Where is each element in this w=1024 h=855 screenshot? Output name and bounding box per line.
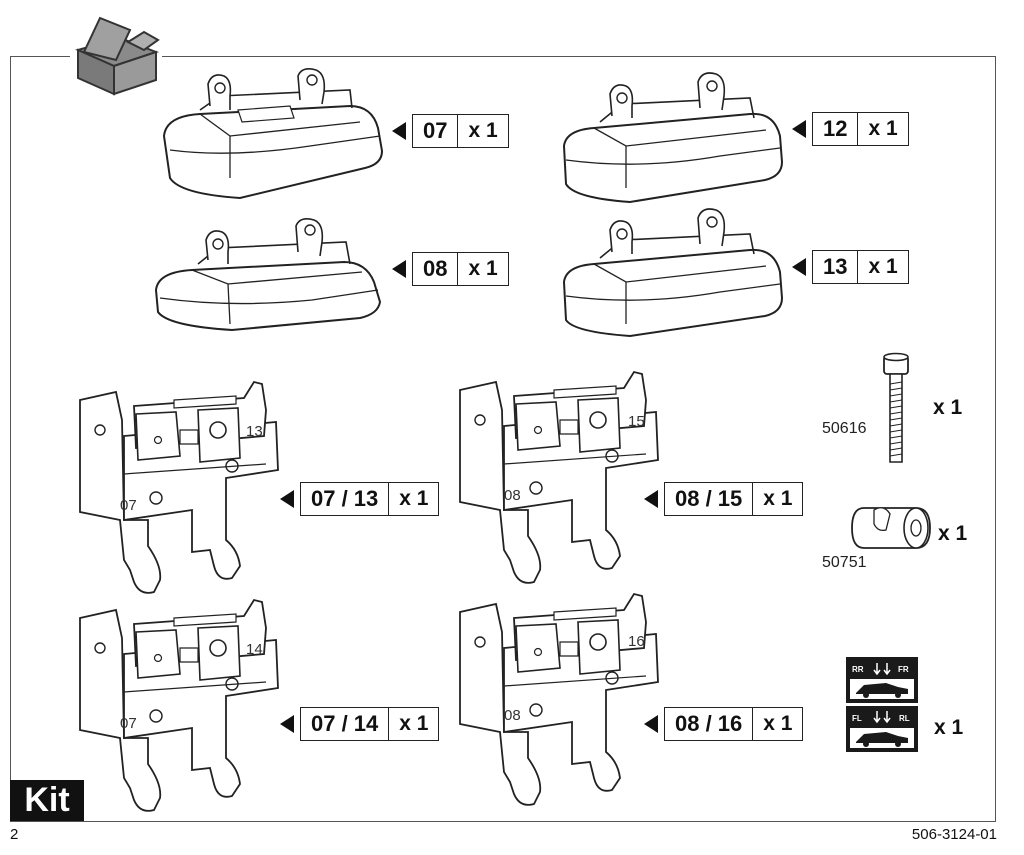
foot-label-08: 08 x 1 xyxy=(392,250,509,288)
bracket-stamp-right: 15 xyxy=(628,413,645,430)
foot-08-icon xyxy=(152,214,384,334)
part-code: 07 / 13 xyxy=(301,483,390,515)
part-code: 13 xyxy=(813,251,859,283)
part-quantity: x 1 xyxy=(399,487,429,510)
bolt-quantity: x 1 xyxy=(933,396,963,419)
pointer-arrow-icon xyxy=(644,715,658,733)
bracket-08-15-icon xyxy=(459,371,659,584)
sticker-quantity: x 1 xyxy=(934,716,964,739)
box-icon xyxy=(70,10,162,98)
part-quantity: x 1 xyxy=(868,117,898,140)
part-quantity: x 1 xyxy=(399,712,429,735)
part-tag: 13 x 1 xyxy=(812,250,909,284)
pointer-arrow-icon xyxy=(644,490,658,508)
bracket-stamp-right: 13 xyxy=(246,423,263,440)
part-quantity: x 1 xyxy=(763,487,793,510)
part-code: 08 / 15 xyxy=(665,483,754,515)
foot-07-icon xyxy=(160,66,385,204)
pointer-arrow-icon xyxy=(792,120,806,138)
bolt-part-number: 50616 xyxy=(822,420,867,437)
bracket-label-08-16: 08 / 16 x 1 xyxy=(644,705,804,743)
foot-12-icon xyxy=(560,66,785,206)
kit-badge: Kit xyxy=(10,780,84,821)
part-quantity: x 1 xyxy=(868,255,898,278)
bolt-icon xyxy=(878,352,914,468)
foot-label-12: 12 x 1 xyxy=(792,110,909,148)
bracket-08-16-icon xyxy=(459,593,659,806)
sleeve-nut-icon xyxy=(850,500,934,556)
part-tag: 08 x 1 xyxy=(412,252,509,286)
sleeve-nut-part-number: 50751 xyxy=(822,554,867,571)
part-tag: 12 x 1 xyxy=(812,112,909,146)
page-frame xyxy=(10,56,996,822)
bracket-stamp-left: 08 xyxy=(504,707,521,724)
foot-13-icon xyxy=(560,200,785,340)
document-number: 506-3124-01 xyxy=(911,826,997,843)
pointer-arrow-icon xyxy=(392,122,406,140)
sleeve-nut-quantity: x 1 xyxy=(938,522,968,545)
bracket-stamp-left: 07 xyxy=(120,715,137,732)
part-quantity: x 1 xyxy=(763,712,793,735)
part-quantity: x 1 xyxy=(468,257,498,280)
foot-label-07: 07 x 1 xyxy=(392,112,509,150)
sticker-label: RL xyxy=(899,714,910,723)
part-tag: 08 / 16 x 1 xyxy=(664,707,804,741)
part-code: 08 / 16 xyxy=(665,708,754,740)
bracket-stamp-right: 14 xyxy=(246,641,263,658)
part-tag: 07 / 13 x 1 xyxy=(300,482,440,516)
bracket-label-08-15: 08 / 15 x 1 xyxy=(644,480,804,518)
bracket-07-13-icon xyxy=(79,381,279,594)
part-code: 08 xyxy=(413,253,459,285)
position-sticker-icon: RR FR FL RL xyxy=(846,657,918,752)
pointer-arrow-icon xyxy=(392,260,406,278)
pointer-arrow-icon xyxy=(280,715,294,733)
part-code: 12 xyxy=(813,113,859,145)
part-tag: 07 x 1 xyxy=(412,114,509,148)
bracket-label-07-13: 07 / 13 x 1 xyxy=(280,480,440,518)
bracket-label-07-14: 07 / 14 x 1 xyxy=(280,705,440,743)
bracket-stamp-right: 16 xyxy=(628,633,645,650)
pointer-arrow-icon xyxy=(792,258,806,276)
sticker-label: RR xyxy=(852,665,864,674)
foot-label-13: 13 x 1 xyxy=(792,248,909,286)
part-tag: 08 / 15 x 1 xyxy=(664,482,804,516)
pointer-arrow-icon xyxy=(280,490,294,508)
sticker-label: FR xyxy=(898,665,909,674)
bracket-stamp-left: 07 xyxy=(120,497,137,514)
part-quantity: x 1 xyxy=(468,119,498,142)
part-code: 07 / 14 xyxy=(301,708,390,740)
sticker-label: FL xyxy=(852,714,862,723)
part-code: 07 xyxy=(413,115,459,147)
part-tag: 07 / 14 x 1 xyxy=(300,707,440,741)
page-number: 2 xyxy=(10,826,19,843)
bracket-stamp-left: 08 xyxy=(504,487,521,504)
bracket-07-14-icon xyxy=(79,599,279,812)
